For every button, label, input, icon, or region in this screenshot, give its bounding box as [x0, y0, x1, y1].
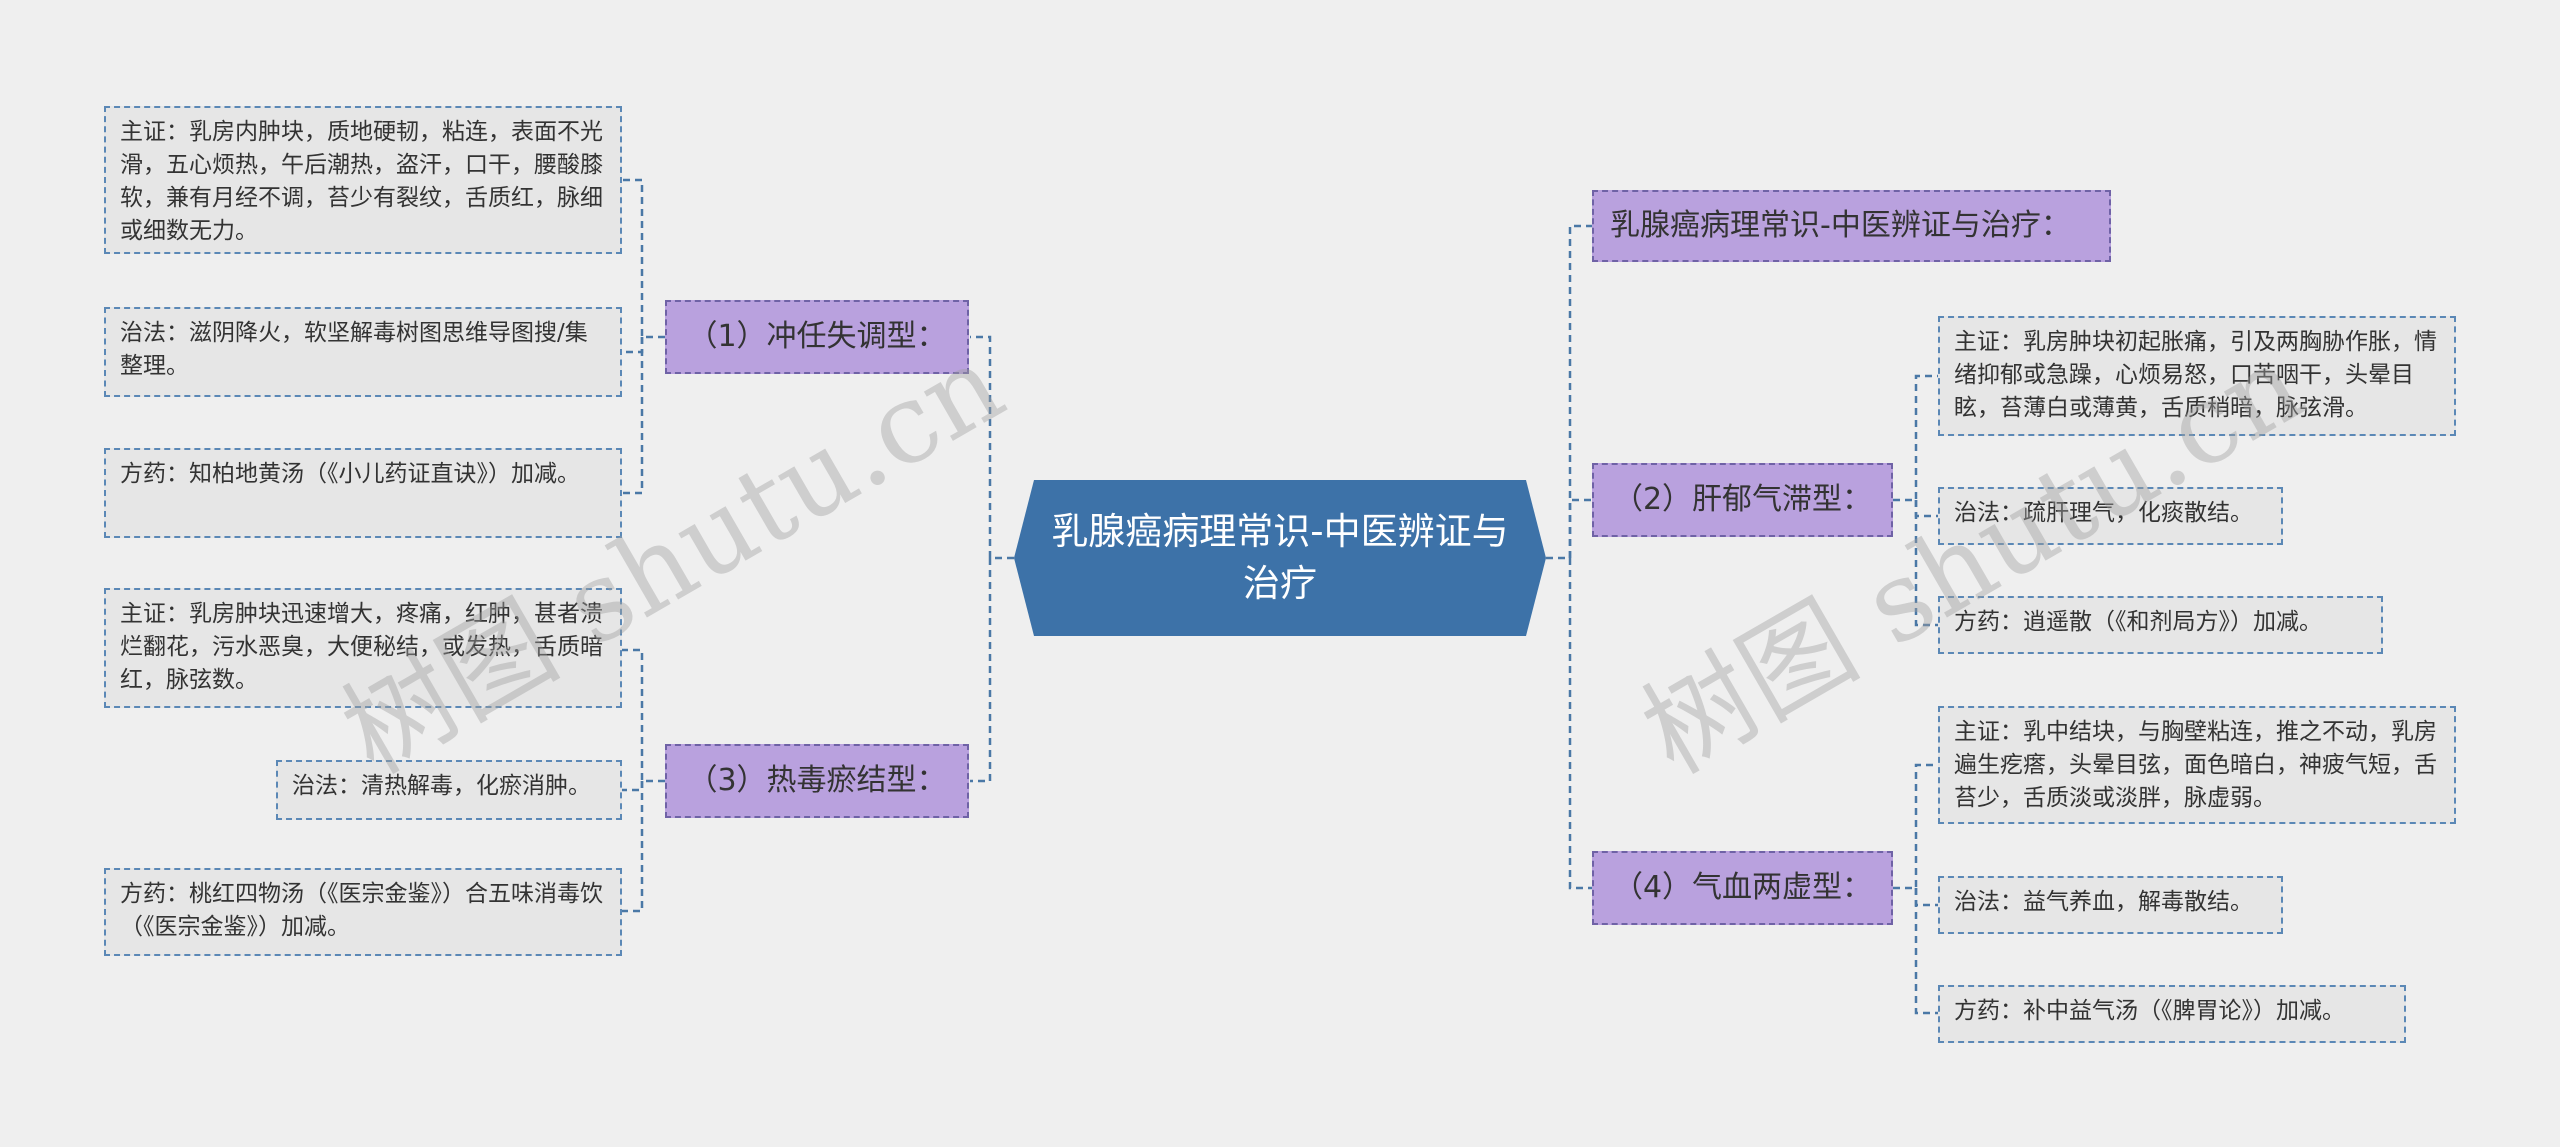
leaf-4-2: 治法：益气养血，解毒散结。 — [1938, 876, 2283, 934]
branch-4: （4）气血两虚型： — [1592, 851, 1893, 925]
leaf-2-1: 主证：乳房肿块初起胀痛，引及两胸胁作胀，情绪抑郁或急躁，心烦易怒，口苦咽干，头晕… — [1938, 316, 2456, 436]
leaf-3-2: 治法：清热解毒，化瘀消肿。 — [276, 760, 622, 820]
branch-1-label: （1）冲任失调型： — [687, 319, 947, 354]
leaf-1-3: 方药：知柏地黄汤（《小儿药证直诀》）加减。 — [104, 448, 622, 538]
branch-1: （1）冲任失调型： — [665, 300, 969, 374]
right-top-node: 乳腺癌病理常识-中医辨证与治疗： — [1592, 190, 2111, 262]
branch-2-label: （2）肝郁气滞型： — [1612, 482, 1873, 517]
leaf-2-2: 治法：疏肝理气，化痰散结。 — [1938, 487, 2283, 545]
leaf-1-1: 主证：乳房内肿块，质地硬韧，粘连，表面不光滑，五心烦热，午后潮热，盗汗，口干，腰… — [104, 106, 622, 254]
branch-3: （3）热毒瘀结型： — [665, 744, 969, 818]
leaf-3-1: 主证：乳房肿块迅速增大，疼痛，红肿，甚者溃烂翻花，污水恶臭，大便秘结，或发热，舌… — [104, 588, 622, 708]
branch-4-label: （4）气血两虚型： — [1612, 870, 1873, 905]
branch-3-label: （3）热毒瘀结型： — [687, 763, 947, 798]
branch-2: （2）肝郁气滞型： — [1592, 463, 1893, 537]
leaf-4-3: 方药：补中益气汤（《脾胃论》）加减。 — [1938, 985, 2406, 1043]
right-top-label: 乳腺癌病理常识-中医辨证与治疗： — [1610, 208, 2071, 243]
leaf-3-3: 方药：桃红四物汤（《医宗金鉴》）合五味消毒饮（《医宗金鉴》）加减。 — [104, 868, 622, 956]
root-title: 乳腺癌病理常识-中医辨证与治疗 — [1051, 510, 1509, 605]
leaf-2-3: 方药：逍遥散（《和剂局方》）加减。 — [1938, 596, 2383, 654]
leaf-4-1: 主证：乳中结块，与胸壁粘连，推之不动，乳房遍生疙瘩，头晕目弦，面色暗白，神疲气短… — [1938, 706, 2456, 824]
root-topic: 乳腺癌病理常识-中医辨证与治疗 — [1014, 480, 1546, 636]
leaf-1-2: 治法：滋阴降火，软坚解毒树图思维导图搜/集整理。 — [104, 307, 622, 397]
